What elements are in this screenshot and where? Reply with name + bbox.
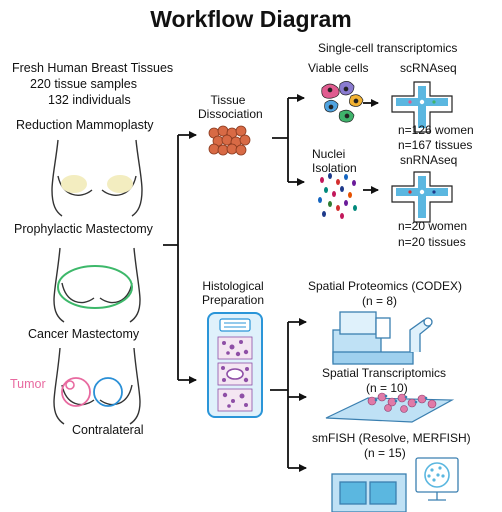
torso-prophylactic-icon xyxy=(53,247,141,323)
codex-label: Spatial Proteomics (CODEX) xyxy=(308,279,463,293)
reduction-mammoplasty-label: Reduction Mammoplasty xyxy=(16,118,154,132)
page-title: Workflow Diagram xyxy=(150,6,352,32)
nuclei-isolation-label: Nuclei xyxy=(312,147,346,161)
contralateral-ring xyxy=(93,377,123,407)
tissues-heading: Fresh Human Breast Tissues xyxy=(12,61,174,75)
nuclei-isolation-label-2: Isolation xyxy=(312,161,357,175)
scrnaseq-label: scRNAseq xyxy=(400,61,457,75)
codex-count: (n = 8) xyxy=(362,294,398,308)
fat-patch-left xyxy=(61,175,87,193)
histology-slide-icon xyxy=(207,312,263,418)
green-ring xyxy=(57,265,133,309)
spatial-slide-icon xyxy=(325,392,455,423)
snrnaseq-label: snRNAseq xyxy=(400,153,458,167)
connector-arrows xyxy=(163,94,379,472)
scrnaseq-chip-icon xyxy=(391,81,453,133)
tissue-dissociation-label-2: Dissociation xyxy=(198,107,263,121)
viable-cells-icon xyxy=(321,81,364,123)
fat-patch-right xyxy=(107,175,133,193)
smfish-label: smFISH (Resolve, MERFISH) xyxy=(312,431,471,445)
snrnaseq-women-count: n=20 women xyxy=(398,219,468,233)
spatial-transcriptomics-count: (n = 10) xyxy=(366,381,408,395)
torso-cancer-icon xyxy=(53,347,141,425)
codex-instrument-icon xyxy=(332,311,433,365)
prophylactic-mastectomy-label: Prophylactic Mastectomy xyxy=(14,222,153,236)
tissue-samples-count: 220 tissue samples xyxy=(30,77,138,91)
scrnaseq-women-count: n=126 women xyxy=(398,123,474,137)
tissue-pieces-icon xyxy=(208,125,251,156)
torso-reduction-icon xyxy=(51,139,143,217)
smfish-instrument-icon xyxy=(331,457,459,512)
cancer-mastectomy-label: Cancer Mastectomy xyxy=(28,327,140,341)
spatial-transcriptomics-label: Spatial Transcriptomics xyxy=(322,366,447,380)
histological-label-2: Preparation xyxy=(201,293,265,307)
smfish-count: (n = 15) xyxy=(364,446,406,460)
viable-cells-label: Viable cells xyxy=(308,61,369,75)
snrnaseq-tissues-count: n=20 tissues xyxy=(398,235,466,249)
single-cell-header: Single-cell transcriptomics xyxy=(318,41,458,55)
individuals-count: 132 individuals xyxy=(48,93,131,107)
tumor-ring xyxy=(61,377,91,407)
contralateral-label: Contralateral xyxy=(72,423,144,437)
nuclei-dots-icon xyxy=(318,173,357,219)
scrnaseq-tissues-count: n=167 tissues xyxy=(398,138,473,152)
snrnaseq-chip-icon xyxy=(391,171,453,223)
tissue-dissociation-label: Tissue xyxy=(210,93,246,107)
tumor-label: Tumor xyxy=(10,377,46,391)
histological-label: Histological xyxy=(202,279,264,293)
tumor-lump xyxy=(65,380,75,390)
